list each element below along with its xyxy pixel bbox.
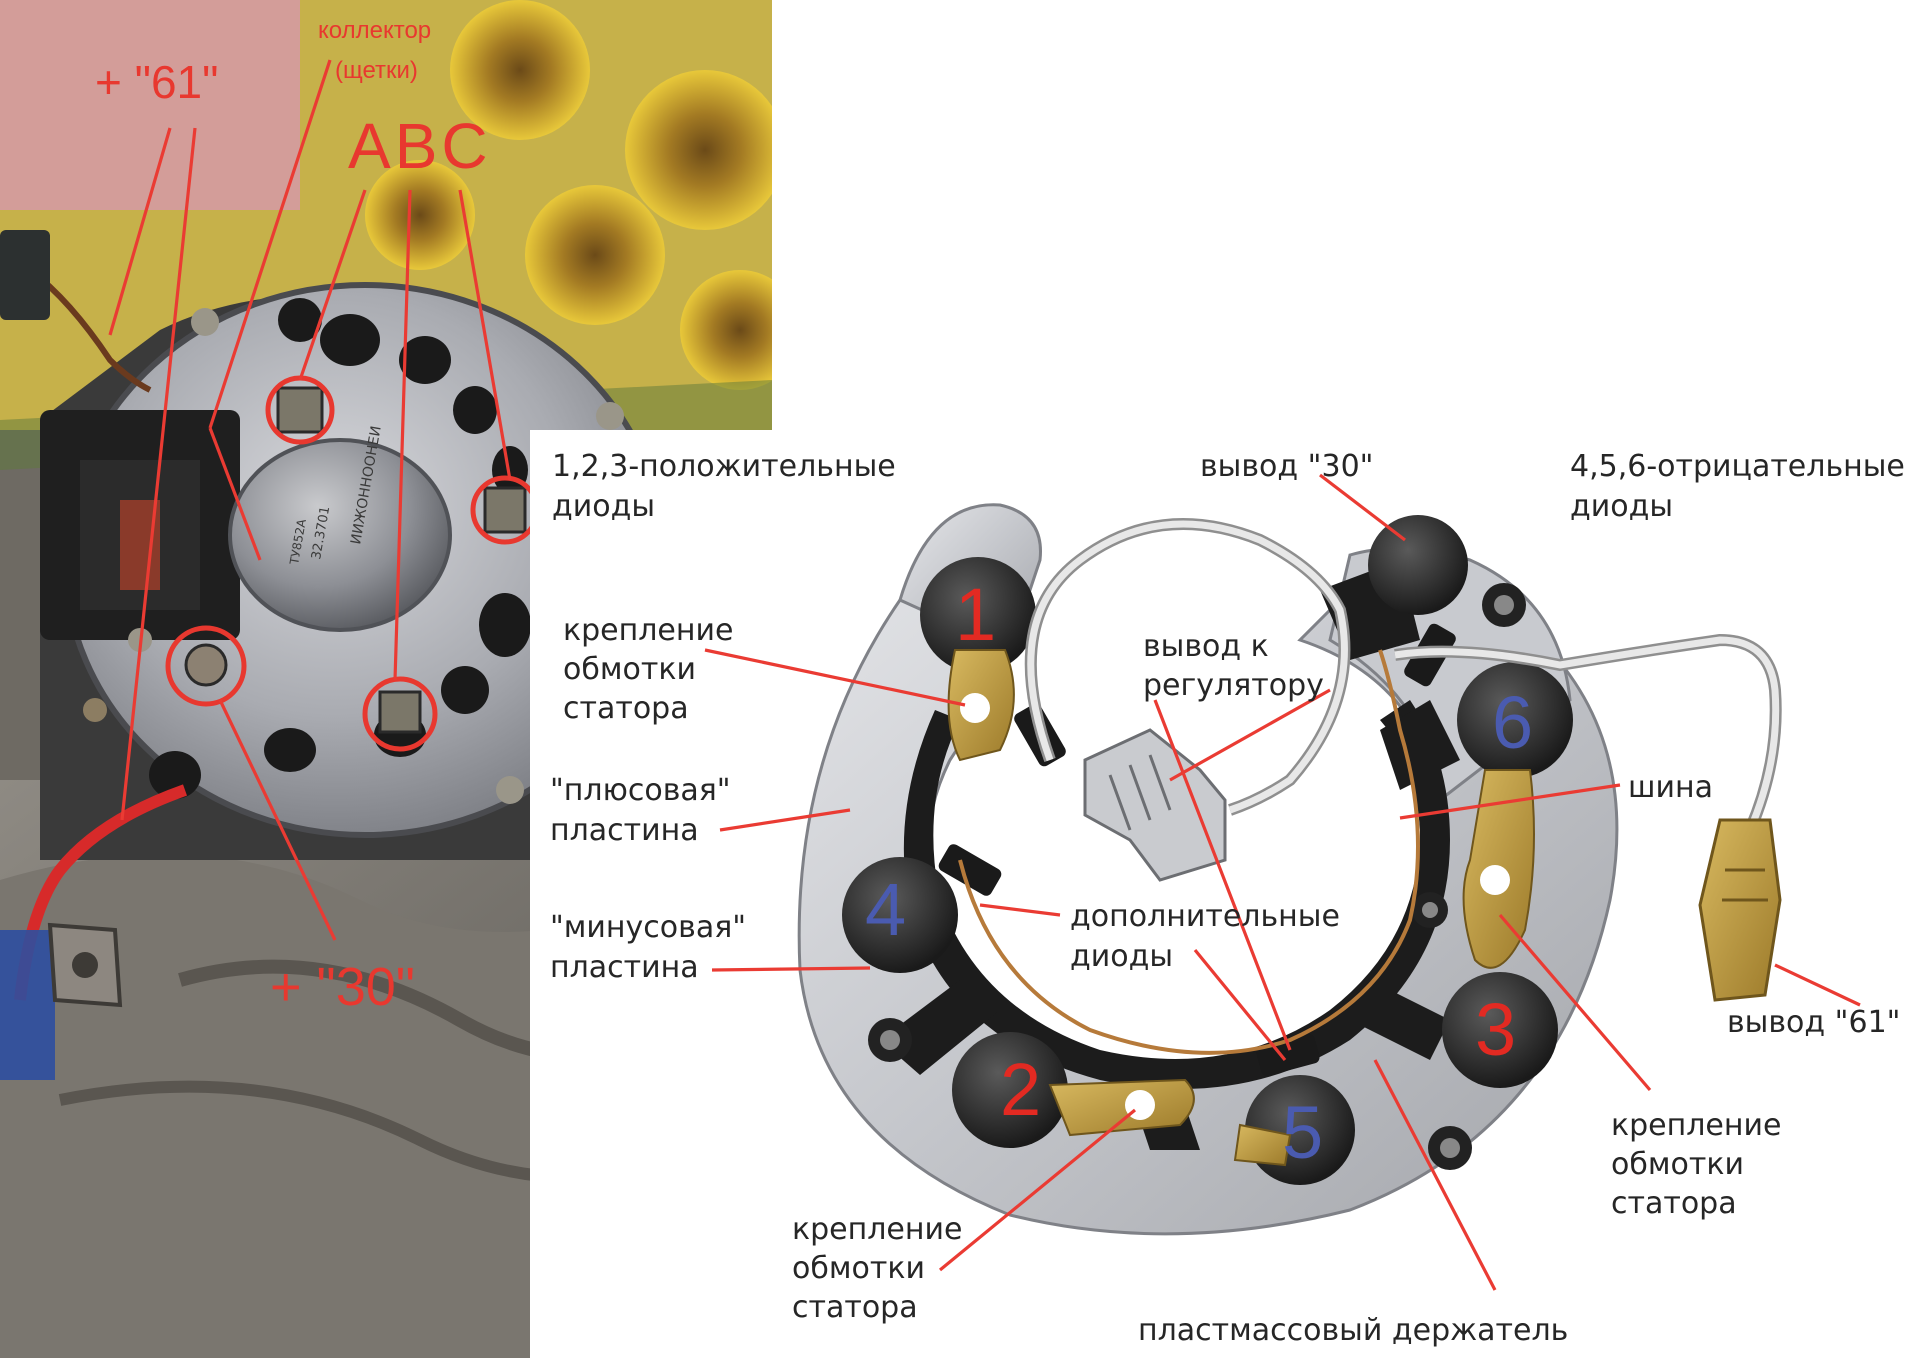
diode-1: [920, 557, 1036, 673]
label-stator-bottom-1: крепление: [792, 1212, 962, 1247]
lead-stator-bottom: [938, 1108, 1137, 1272]
label-plus61: + "61": [95, 56, 218, 108]
lead-extra-diodes-b: [1153, 699, 1292, 1051]
label-out30: вывод "30": [1200, 449, 1373, 484]
label-stator-top-1: крепление: [563, 613, 733, 648]
label-stator-right-3: статора: [1611, 1186, 1737, 1221]
diode-number-3: 3: [1475, 988, 1516, 1071]
label-plus-plate-2: пластина: [550, 813, 699, 848]
plus30-circle: [165, 625, 247, 707]
lead-61-b: [120, 127, 197, 821]
lead-abc-c: [458, 189, 512, 481]
label-stator-bottom-3: статора: [792, 1290, 918, 1325]
label-positive-diodes-2: диоды: [552, 489, 655, 524]
label-stator-top-2: обмотки: [563, 652, 696, 687]
lead-bus: [1399, 783, 1621, 820]
diode-6: [1457, 662, 1573, 778]
label-extra-diodes-2: диоды: [1070, 939, 1173, 974]
diagram-labels: 1,2,3-положительные диоды вывод "30" 4,5…: [550, 449, 1905, 1348]
label-collector-2: (щетки): [335, 57, 418, 84]
label-plus-plate-1: "плюсовая": [550, 773, 731, 808]
wire-61: [1394, 636, 1780, 832]
diode-number-1: 1: [955, 573, 996, 656]
lead-extra-diodes-c: [1193, 948, 1287, 1062]
label-negative-diodes-1: 4,5,6-отрицательные: [1570, 449, 1905, 484]
label-stator-right-2: обмотки: [1611, 1147, 1744, 1182]
lead-extra-diodes-a: [979, 903, 1061, 917]
diode-number-5: 5: [1282, 1091, 1323, 1174]
label-out61: вывод "61": [1727, 1005, 1900, 1040]
regulator-wire: [1027, 520, 1348, 814]
lead-collector: [208, 59, 332, 429]
lead-out30: [1319, 473, 1406, 542]
label-stator-right-1: крепление: [1611, 1108, 1781, 1143]
label-plastic-holder: пластмассовый держатель: [1138, 1313, 1568, 1348]
extra-diode-1: [938, 844, 1002, 896]
abc-circle-b: [362, 676, 438, 752]
blue-tape: [0, 930, 55, 1080]
label-negative-diodes-2: диоды: [1570, 489, 1673, 524]
label-bus: шина: [1628, 770, 1713, 805]
lead-abc-a: [298, 189, 367, 381]
regulator-cap: [230, 440, 450, 630]
label-to-regulator-2: регулятору: [1143, 668, 1324, 703]
diode-number-2: 2: [1000, 1048, 1041, 1131]
lead-stator-top: [704, 648, 966, 707]
stator-strap-2: [1048, 1078, 1195, 1137]
label-collector-1: коллектор: [318, 17, 431, 44]
lead-plus-plate: [719, 808, 851, 832]
label-minus-plate-1: "минусовая": [550, 910, 746, 945]
terminal-30-stud: [184, 643, 228, 687]
lead-abc-b: [393, 189, 412, 681]
terminal-61-spade: [1698, 818, 1782, 1002]
label-extra-diodes-1: дополнительные: [1070, 899, 1340, 934]
diode-4: [842, 857, 958, 973]
diode-number-4: 4: [865, 868, 906, 951]
label-plus30: + "30": [270, 957, 415, 1017]
lead-plus30: [218, 699, 337, 941]
terminal-b-nut: [378, 690, 422, 734]
label-minus-plate-2: пластина: [550, 950, 699, 985]
lead-minus-plate: [711, 966, 871, 972]
diode-3: [1442, 972, 1558, 1088]
label-stator-top-3: статора: [563, 691, 689, 726]
alternator-housing: ИИЖОННООНЕИ 32.3701 ТУ852А: [40, 282, 668, 860]
label-to-regulator-1: вывод к: [1143, 629, 1269, 664]
diode-number-6: 6: [1492, 681, 1533, 764]
lead-out61: [1774, 963, 1861, 1007]
lead-collector-2: [208, 427, 262, 561]
diagram-leaders: [704, 473, 1861, 1291]
terminal-a-nut: [276, 386, 324, 434]
terminal-30: [1368, 515, 1468, 615]
bus-wire: [958, 649, 1420, 1055]
label-positive-diodes-1: 1,2,3-положительные: [552, 449, 896, 484]
rectifier-unit: 1 2 3 4 5 6: [797, 503, 1782, 1236]
lead-regulator: [1169, 688, 1331, 782]
lead-stator-right: [1498, 913, 1652, 1092]
label-abc: ABC: [348, 110, 492, 182]
label-stator-bottom-2: обмотки: [792, 1251, 925, 1286]
terminal-c-nut: [483, 486, 527, 534]
wire-connector: [0, 230, 50, 320]
diode-2: [952, 1032, 1068, 1148]
lead-61-a: [108, 127, 172, 336]
pink-bag: [0, 0, 300, 210]
lead-plastic-holder: [1373, 1059, 1497, 1291]
